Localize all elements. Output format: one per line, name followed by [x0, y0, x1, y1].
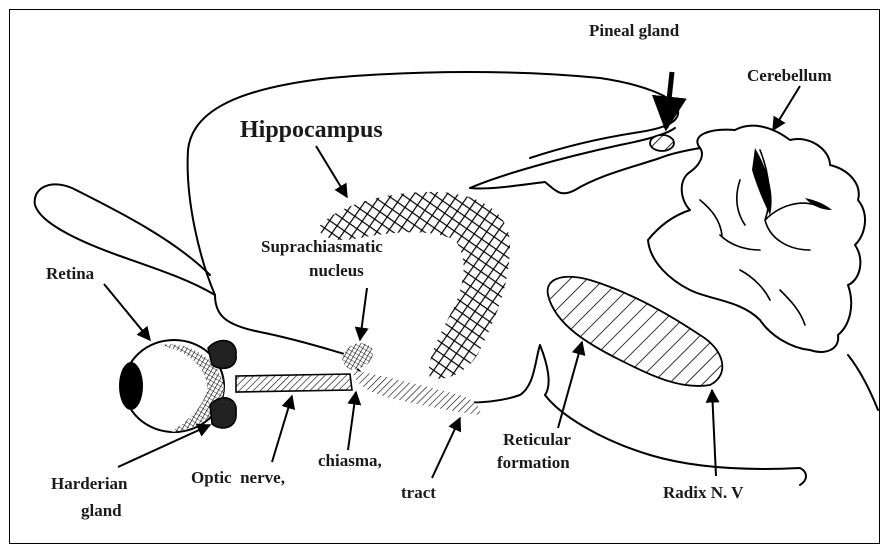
hippocampus-arrow [316, 146, 347, 197]
pineal-gland-shape [650, 135, 674, 151]
pineal-arrow [666, 72, 672, 128]
reticular-arrow [558, 342, 582, 428]
eye-lens [119, 362, 143, 410]
label-suprachiasmatic-1: Suprachiasmatic [261, 237, 383, 256]
cerebellum-arrow [773, 86, 800, 130]
harderian-gland-lower [210, 398, 236, 428]
label-hippocampus: Hippocampus [240, 117, 383, 143]
optic-nerve-arrow [272, 396, 292, 462]
radix-arrow [712, 390, 716, 476]
label-chiasma: chiasma, [318, 451, 382, 470]
label-tract: tract [401, 483, 436, 502]
label-cerebellum: Cerebellum [747, 66, 832, 85]
chiasma-arrow [348, 392, 356, 450]
tract-arrow [432, 418, 460, 478]
retina-arrow [104, 284, 150, 340]
label-harderian-2: gland [81, 501, 122, 520]
label-radix: Radix N. V [663, 483, 744, 502]
cerebrum-outline [188, 72, 679, 295]
midbrain-roof-line [470, 148, 700, 193]
label-optic-nerve: Optic nerve, [191, 468, 285, 487]
optic-tract-shape [352, 370, 480, 415]
brainstem-outline [848, 355, 878, 410]
pons-outline [545, 395, 806, 485]
suprachiasmatic-nucleus-shape [342, 343, 373, 370]
optic-nerve-shape [236, 374, 352, 392]
harderian-gland-upper [208, 341, 236, 369]
label-reticular-2: formation [497, 453, 570, 472]
corpus-callosum-line [470, 128, 675, 188]
suprachiasmatic-arrow [360, 288, 367, 340]
label-pineal-gland: Pineal gland [589, 21, 680, 40]
cerebellum-fissure [752, 148, 772, 215]
label-harderian-1: Harderian [51, 474, 128, 493]
label-reticular-1: Reticular [503, 430, 571, 449]
label-retina: Retina [46, 264, 95, 283]
label-suprachiasmatic-2: nucleus [309, 261, 364, 280]
